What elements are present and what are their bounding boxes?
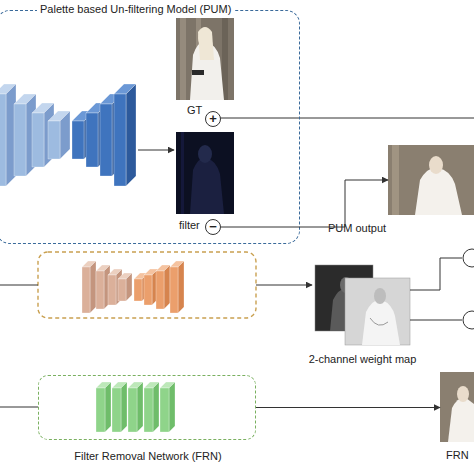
wire: [0, 407, 38, 408]
node-label: filter: [179, 219, 200, 232]
image-node: FRN: [440, 372, 474, 442]
node-label: +: [206, 112, 220, 126]
node-label: PUM output: [328, 222, 386, 235]
operator-circle: [463, 249, 474, 267]
image-node: PUM output: [388, 145, 474, 215]
network-blocks: [0, 84, 184, 432]
operator-circle: −: [205, 219, 221, 235]
gt-photo: [176, 18, 234, 100]
layer-block: [114, 84, 136, 186]
image-node: GT: [177, 19, 235, 101]
arrow-connector: [256, 407, 440, 408]
frn-output-photo: [440, 372, 474, 442]
node-label: Filter Removal Network (FRN): [39, 450, 257, 463]
node-label: GT: [187, 104, 202, 117]
operator-circle: [463, 311, 474, 329]
layer-block: [128, 382, 143, 432]
operator-circle: +: [205, 111, 221, 127]
layer-block: [0, 84, 16, 186]
filter-photo: [176, 132, 234, 214]
node-label: 2-channel weight map: [307, 353, 418, 366]
layer-block: [112, 382, 127, 432]
wire: [0, 285, 38, 286]
layer-block: [156, 265, 170, 309]
node-label: FRN: [446, 449, 469, 462]
module-box: Filter Removal Network (FRN): [38, 375, 256, 440]
image-node: filter: [177, 133, 235, 215]
wire: [220, 118, 474, 119]
layer-block: [144, 382, 159, 432]
arrow: [256, 285, 312, 286]
arrow-connector: [221, 180, 388, 227]
node-label: Palette based Un-filtering Model (PUM): [37, 3, 234, 16]
node-label: −: [206, 220, 220, 234]
weight-network-box: [38, 252, 256, 318]
image-node: 2-channel weight map: [315, 265, 410, 345]
layer-block: [82, 261, 96, 313]
weight-map-images: [315, 265, 410, 345]
pum-output-photo: [388, 145, 474, 215]
layer-block: [170, 261, 184, 313]
layer-block: [160, 382, 175, 432]
arrow: [138, 150, 174, 151]
layer-block: [96, 382, 111, 432]
wire: [410, 320, 462, 321]
layer-block: [118, 273, 132, 301]
layer-block: [48, 111, 70, 159]
module-box: Palette based Un-filtering Model (PUM)GT…: [0, 10, 300, 244]
wire: [410, 258, 462, 290]
